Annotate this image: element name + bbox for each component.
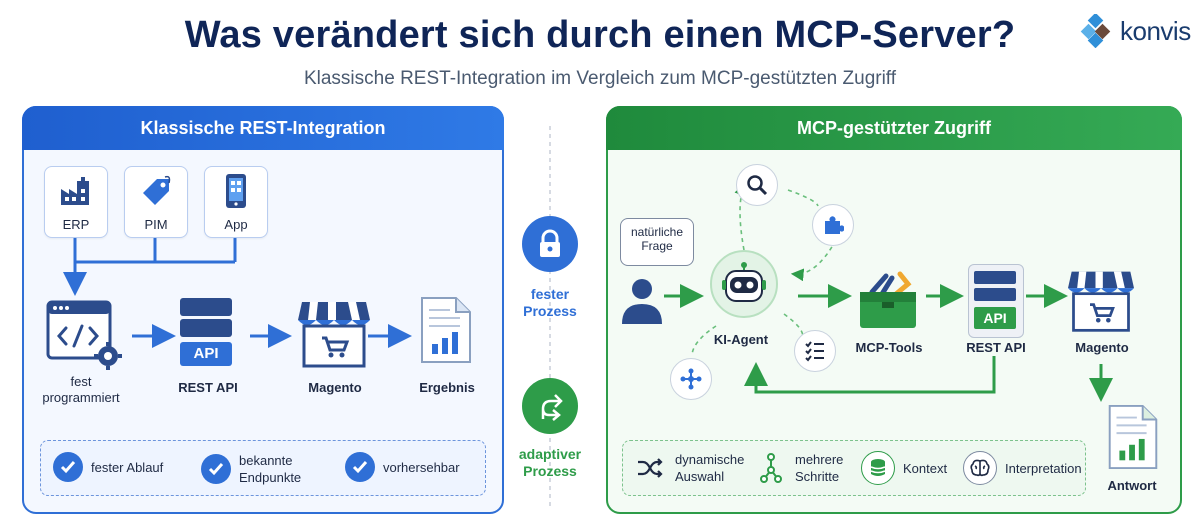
rest-flow-connectors bbox=[63, 238, 412, 348]
factory-icon bbox=[61, 177, 89, 205]
brain-icon bbox=[963, 451, 997, 485]
feature-item: Kontext bbox=[861, 451, 947, 485]
bubble-text: natürliche bbox=[630, 225, 684, 239]
mcp-flow-connectors bbox=[664, 183, 1113, 402]
source-label: App bbox=[224, 217, 248, 232]
feature-label: Schritte bbox=[795, 469, 840, 484]
user-icon bbox=[622, 279, 662, 324]
ergebnis-label: Ergebnis bbox=[419, 380, 475, 395]
center-divider bbox=[549, 126, 551, 510]
storefront-icon bbox=[298, 302, 370, 368]
source-app-card: App bbox=[204, 166, 268, 238]
feature-item: bekannte Endpunkte bbox=[201, 452, 301, 486]
storefront-icon bbox=[1068, 271, 1134, 332]
feature-label: mehrere bbox=[795, 452, 844, 467]
source-erp-card: ERP bbox=[44, 166, 108, 238]
feature-label: bekannte bbox=[239, 453, 293, 468]
rest-api-label: REST API bbox=[178, 380, 238, 395]
adaptive-process-label-2: Prozess bbox=[523, 463, 577, 479]
feature-label: dynamische bbox=[675, 452, 745, 467]
puzzle-icon bbox=[812, 204, 854, 246]
checkmark-icon bbox=[53, 452, 83, 482]
source-pim-card: PIM bbox=[124, 166, 188, 238]
rest-panel-header: Klassische REST-Integration bbox=[22, 106, 504, 150]
magento-label: Magento bbox=[308, 380, 362, 395]
branch-nodes-icon bbox=[760, 453, 782, 483]
rest-api-server-icon: API bbox=[968, 264, 1024, 338]
answer-document-icon bbox=[1108, 404, 1158, 470]
toolbox-icon bbox=[860, 271, 916, 328]
checklist-icon bbox=[794, 330, 836, 372]
rest-api-label-right: REST API bbox=[966, 340, 1026, 355]
rest-api-server-icon: API bbox=[180, 298, 234, 370]
code-window-icon bbox=[46, 300, 122, 370]
search-icon bbox=[736, 164, 778, 206]
fixed-process-label: fester bbox=[530, 286, 570, 302]
feature-item: mehrere Schritte bbox=[759, 451, 843, 485]
feature-label: fester Ablauf bbox=[91, 459, 164, 475]
result-document-icon bbox=[421, 297, 471, 363]
feature-label: Interpretation bbox=[1005, 460, 1082, 476]
feature-label: Endpunkte bbox=[239, 470, 302, 485]
source-label: ERP bbox=[62, 217, 90, 232]
answer-label: Antwort bbox=[1107, 478, 1157, 493]
lock-icon bbox=[522, 216, 578, 272]
database-icon bbox=[861, 451, 895, 485]
tag-icon bbox=[143, 175, 171, 205]
konvis-logo: konvis bbox=[1080, 14, 1191, 48]
rest-features-box: fester Ablauf bekannte Endpunkte vorhers… bbox=[40, 440, 486, 496]
logo-diamond-icon bbox=[1080, 14, 1111, 48]
api-badge: API bbox=[180, 342, 232, 366]
network-nodes-icon bbox=[670, 358, 712, 400]
shuffle-icon bbox=[638, 458, 663, 478]
smartphone-icon bbox=[226, 174, 246, 208]
mcp-panel-header: MCP-gestützter Zugriff bbox=[606, 106, 1182, 150]
question-bubble: natürliche Frage bbox=[620, 218, 694, 266]
ki-agent-label: KI-Agent bbox=[713, 332, 769, 347]
step-programmiert-label: programmiert bbox=[42, 390, 120, 405]
feature-label: Kontext bbox=[903, 460, 948, 476]
fixed-process-label-2: Prozess bbox=[523, 303, 577, 319]
page-title: Was verändert sich durch einen MCP-Serve… bbox=[184, 14, 1016, 56]
feature-item: dynamische Auswahl bbox=[637, 451, 744, 485]
source-label: PIM bbox=[144, 217, 168, 232]
bubble-text-2: Frage bbox=[641, 239, 673, 253]
feature-label: vorhersehbar bbox=[383, 459, 460, 475]
feature-item: vorhersehbar bbox=[345, 452, 460, 482]
adaptive-process-label: adaptiver bbox=[518, 446, 582, 462]
logo-text: konvis bbox=[1120, 15, 1191, 46]
api-badge: API bbox=[974, 307, 1016, 329]
page-subtitle: Klassische REST-Integration im Vergleich… bbox=[303, 68, 897, 89]
feature-item: fester Ablauf bbox=[53, 452, 163, 482]
magento-label-right: Magento bbox=[1075, 340, 1129, 355]
checkmark-icon bbox=[201, 454, 231, 484]
ai-agent-robot-icon bbox=[710, 250, 778, 318]
step-fest-label: fest bbox=[70, 374, 92, 389]
mcp-tools-label: MCP-Tools bbox=[855, 340, 923, 355]
checkmark-icon bbox=[345, 452, 375, 482]
feature-item: Interpretation bbox=[963, 451, 1082, 485]
feature-label: Auswahl bbox=[675, 469, 725, 484]
branch-arrow-icon bbox=[522, 378, 578, 434]
mcp-features-box: dynamische Auswahl mehrere Schritte Kont… bbox=[622, 440, 1086, 496]
